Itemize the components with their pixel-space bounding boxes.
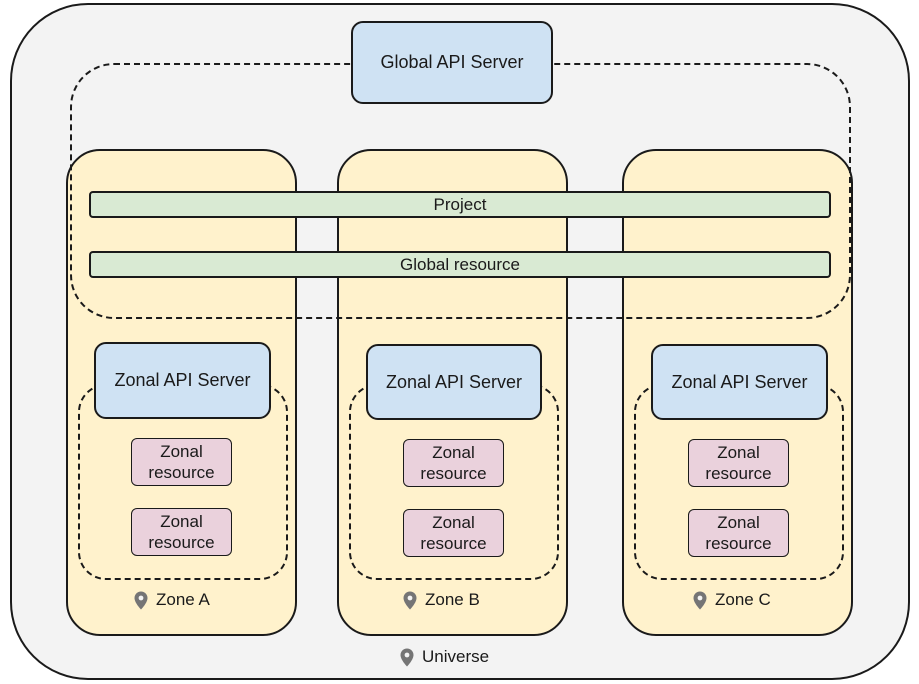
- zone-a-resource-2: Zonal resource: [131, 508, 232, 556]
- universe-label: Universe: [400, 647, 489, 667]
- map-pin-icon: [403, 591, 417, 610]
- zone-a-label: Zone A: [134, 590, 210, 610]
- zone-c-resource-1: Zonal resource: [688, 439, 789, 487]
- zone-b-resource-2: Zonal resource: [403, 509, 504, 557]
- map-pin-icon: [400, 648, 414, 667]
- zone-c-label: Zone C: [693, 590, 771, 610]
- zone-a-api-server: Zonal API Server: [94, 342, 271, 419]
- universe-label-text: Universe: [422, 647, 490, 666]
- zone-a-resource-1: Zonal resource: [131, 438, 232, 486]
- zone-b-resource-1: Zonal resource: [403, 439, 504, 487]
- zone-b-label: Zone B: [403, 590, 480, 610]
- project-bar: Project: [89, 191, 831, 218]
- zone-b-label-text: Zone B: [425, 590, 480, 609]
- map-pin-icon: [134, 591, 148, 610]
- zone-c-resource-2: Zonal resource: [688, 509, 789, 557]
- map-pin-icon: [693, 591, 707, 610]
- zone-c-api-server: Zonal API Server: [651, 344, 828, 420]
- global-api-server: Global API Server: [351, 21, 553, 104]
- global-resource-bar: Global resource: [89, 251, 831, 278]
- zone-a-label-text: Zone A: [156, 590, 210, 609]
- zone-c-label-text: Zone C: [715, 590, 771, 609]
- zone-b-api-server: Zonal API Server: [366, 344, 542, 420]
